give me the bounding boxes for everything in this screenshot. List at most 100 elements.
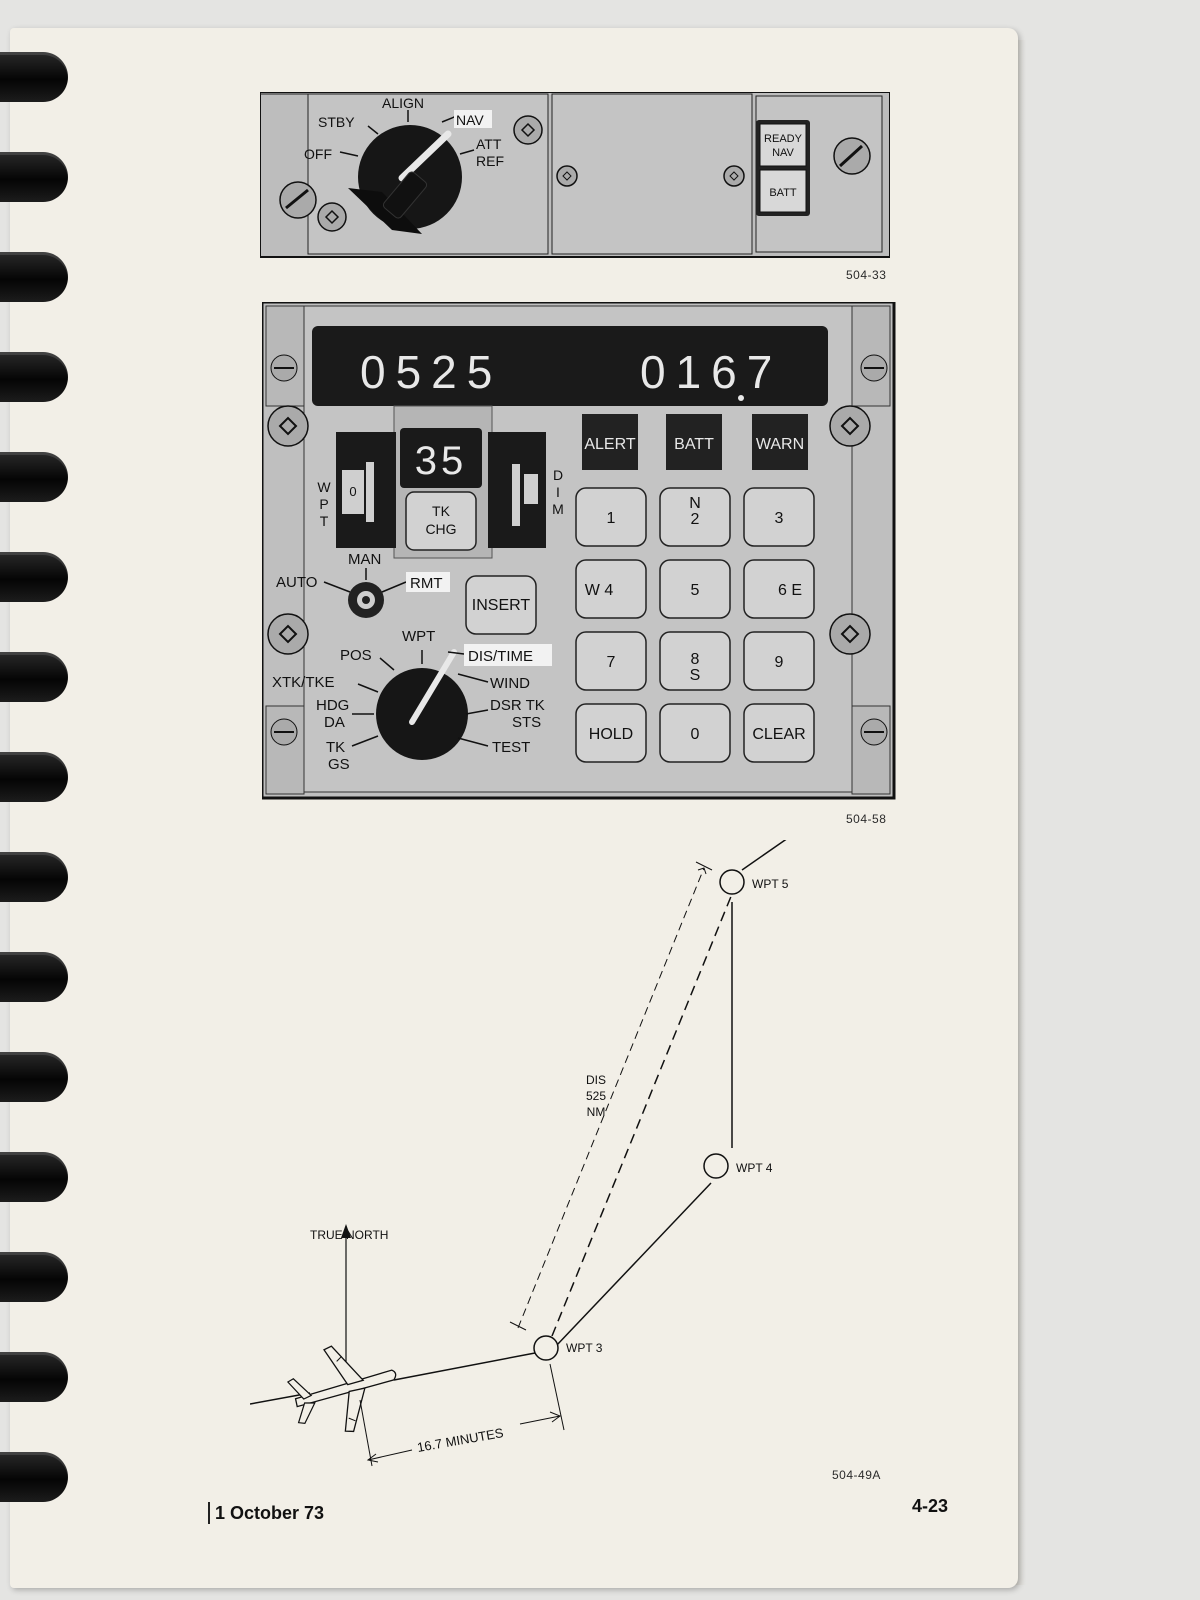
footer-rule xyxy=(208,1502,210,1524)
spiral-binding xyxy=(0,0,80,1600)
gs-selector-label: GS xyxy=(328,756,350,773)
wpt-label-t: T xyxy=(320,513,329,529)
screw-icon xyxy=(829,405,871,447)
key-2[interactable] xyxy=(659,487,731,547)
key-6[interactable] xyxy=(743,559,815,619)
function-selector-knob[interactable] xyxy=(376,649,468,760)
hold-label: HOLD xyxy=(589,726,633,743)
screw-icon xyxy=(267,613,309,655)
mode-selector-knob[interactable] xyxy=(348,125,462,234)
warn-annunciator xyxy=(752,414,808,470)
binding-ring xyxy=(0,1052,68,1102)
binding-ring xyxy=(0,252,68,302)
true-north-label: TRUE NORTH xyxy=(310,1228,388,1242)
key-0[interactable] xyxy=(659,703,731,763)
tk-chg-button[interactable] xyxy=(405,491,477,551)
waypoint-display xyxy=(400,428,482,488)
dim-label-d: D xyxy=(553,467,563,483)
main-display xyxy=(312,326,828,406)
man-label: MAN xyxy=(348,551,381,568)
warn-label: WARN xyxy=(756,436,804,453)
key-2-label: 2 xyxy=(691,511,700,528)
key-7-label: 7 xyxy=(607,654,616,671)
binding-ring xyxy=(0,552,68,602)
batt-annunciator xyxy=(666,414,722,470)
clear-button[interactable] xyxy=(743,703,815,763)
wpt-selector-label: WPT xyxy=(402,628,435,645)
wpt-thumbwheel-value: 0 xyxy=(349,484,356,499)
binding-ring xyxy=(0,1352,68,1402)
da-selector-label: DA xyxy=(324,714,345,731)
waypoint-5-marker xyxy=(719,869,745,895)
clear-label: CLEAR xyxy=(752,726,805,743)
key-9[interactable] xyxy=(743,631,815,691)
key-3[interactable] xyxy=(743,487,815,547)
att-label: ATT xyxy=(476,136,502,152)
waypoint-3-marker xyxy=(533,1335,559,1361)
control-display-unit: 0525 0167 35 TK CHG 0 W P T D I M ALERT … xyxy=(262,302,896,800)
xtk-tke-selector-label: XTK/TKE xyxy=(272,674,335,691)
manual-page xyxy=(10,28,1018,1588)
wpt3-label: WPT 3 xyxy=(566,1341,603,1355)
key-0-label: 0 xyxy=(691,726,700,743)
north-arrow-icon xyxy=(341,1224,351,1238)
wind-selector-label: WIND xyxy=(490,675,530,692)
binding-ring xyxy=(0,852,68,902)
waypoint-number: 35 xyxy=(415,439,468,483)
dis-label: DIS xyxy=(586,1073,606,1087)
screw-icon xyxy=(279,181,317,219)
binding-ring xyxy=(0,352,68,402)
decimal-point xyxy=(738,395,744,401)
off-label: OFF xyxy=(304,146,332,162)
key-8[interactable] xyxy=(659,631,731,691)
footer-date: 1 October 73 xyxy=(215,1503,325,1523)
wpt5-label: WPT 5 xyxy=(752,877,789,891)
auto-man-rmt-switch[interactable] xyxy=(348,582,384,618)
nav-label: NAV xyxy=(456,112,484,128)
screw-icon xyxy=(556,165,578,187)
figure-number-3: 504-49A xyxy=(832,1468,881,1482)
key-6-label: 6 E xyxy=(778,582,802,599)
insert-button[interactable] xyxy=(465,575,537,635)
key-1[interactable] xyxy=(575,487,647,547)
screw-icon xyxy=(723,165,745,187)
screw-icon xyxy=(829,613,871,655)
wpt4-label: WPT 4 xyxy=(736,1161,773,1175)
navigation-diagram: WPT 3 WPT 4 WPT 5 DIS 525 NM TRUE NORTH … xyxy=(250,840,789,1467)
key-5[interactable] xyxy=(659,559,731,619)
binding-ring xyxy=(0,752,68,802)
waypoint-4-marker xyxy=(703,1153,729,1179)
dis-time-selector-label: DIS/TIME xyxy=(468,648,533,665)
screw-icon xyxy=(267,405,309,447)
dis-value: 525 xyxy=(586,1089,606,1103)
binding-ring xyxy=(0,452,68,502)
wpt-label-w: W xyxy=(317,479,331,495)
test-selector-label: TEST xyxy=(492,739,530,756)
batt-lamp-label: BATT xyxy=(769,187,797,199)
key-7[interactable] xyxy=(575,631,647,691)
figure-number-1: 504-33 xyxy=(846,268,887,282)
binding-ring xyxy=(0,52,68,102)
time-label: 16.7 MINUTES xyxy=(416,1425,505,1455)
dsr-tk-selector-label: DSR TK xyxy=(490,697,545,714)
screw-icon xyxy=(270,718,298,746)
rmt-label: RMT xyxy=(410,575,443,592)
page-number: 4-23 xyxy=(912,1496,949,1516)
screw-icon xyxy=(860,718,888,746)
batt-lamp xyxy=(759,169,807,213)
screw-icon xyxy=(860,354,888,382)
sts-selector-label: STS xyxy=(512,714,541,731)
tk-chg-line2: CHG xyxy=(425,521,456,537)
key-4[interactable] xyxy=(575,559,647,619)
screw-icon xyxy=(317,202,347,232)
hold-button[interactable] xyxy=(575,703,647,763)
key-1-label: 1 xyxy=(607,510,616,527)
ref-label: REF xyxy=(476,153,504,169)
tk-chg-line1: TK xyxy=(432,503,451,519)
key-5-label: 5 xyxy=(691,582,700,599)
ready-nav-lamp xyxy=(759,123,807,167)
align-label: ALIGN xyxy=(382,95,424,111)
dis-unit: NM xyxy=(587,1105,606,1119)
airplane-icon xyxy=(286,1345,397,1433)
nav-lamp-label: NAV xyxy=(772,147,794,159)
